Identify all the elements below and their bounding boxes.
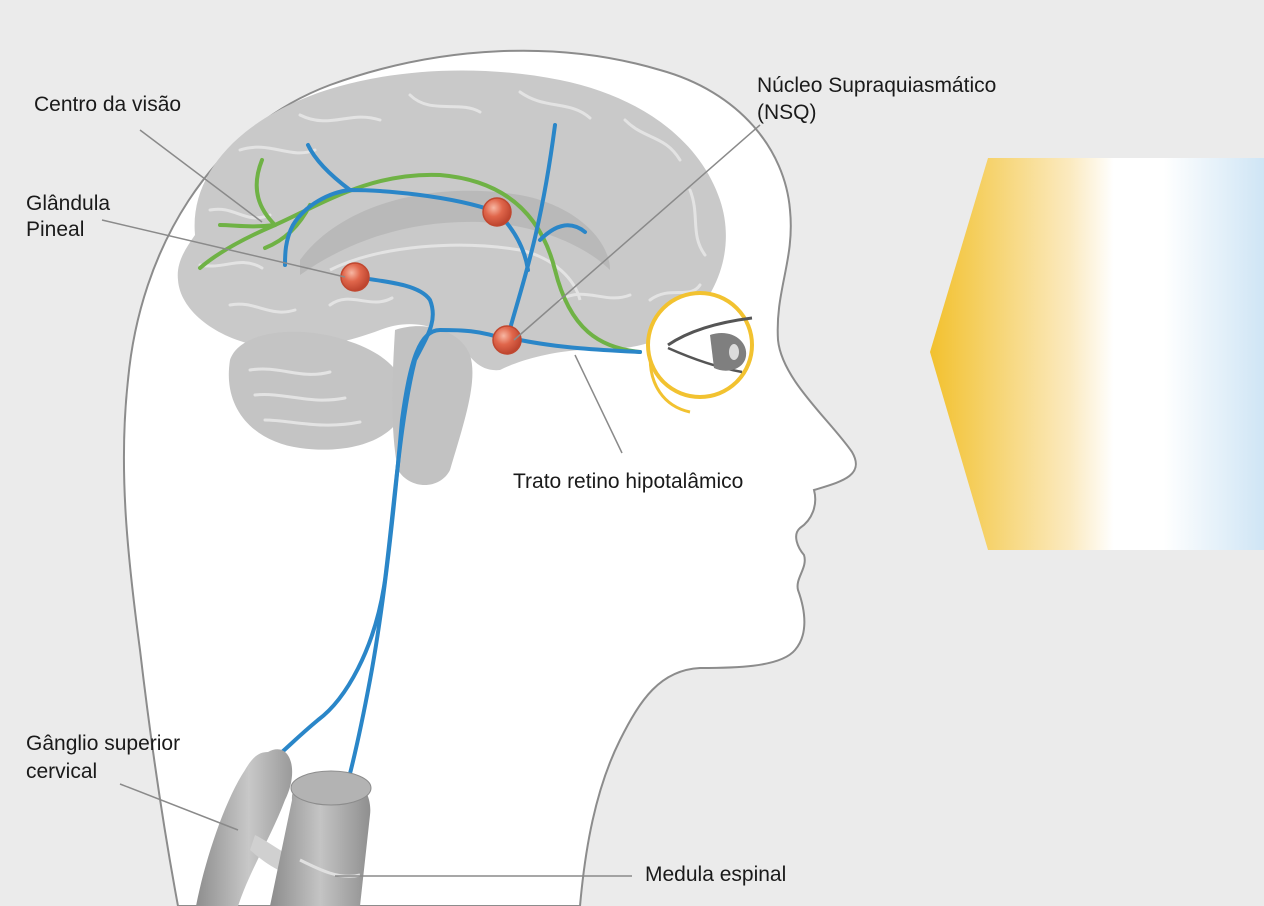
- label-retinohypothalamic-tract: Trato retino hipotalâmico: [513, 469, 743, 494]
- label-pineal-gland-line1: Glândula: [26, 191, 110, 216]
- label-ganglion-line1: Gânglio superior: [26, 731, 180, 756]
- label-scn-line2: (NSQ): [757, 100, 817, 125]
- label-visual-center: Centro da visão: [34, 92, 181, 117]
- spinal-cord-top: [291, 771, 371, 805]
- label-ganglion-line2: cervical: [26, 759, 97, 784]
- light-beam: [930, 158, 1264, 550]
- label-spinal-cord: Medula espinal: [645, 862, 786, 887]
- scn-node: [493, 326, 521, 354]
- pupil-highlight: [729, 344, 739, 360]
- visual-center-node: [483, 198, 511, 226]
- label-pineal-gland-line2: Pineal: [26, 217, 84, 242]
- label-scn-line1: Núcleo Supraquiasmático: [757, 73, 996, 98]
- pineal-gland-node: [341, 263, 369, 291]
